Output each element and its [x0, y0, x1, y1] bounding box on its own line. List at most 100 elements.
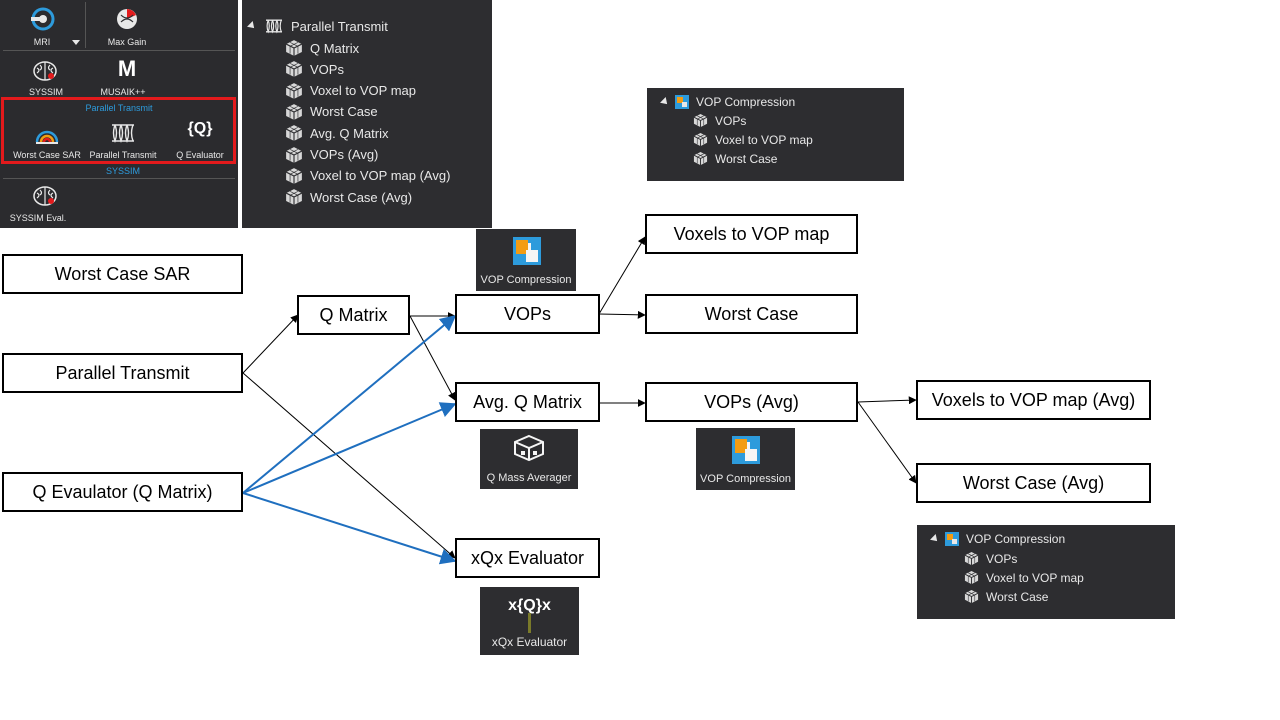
arrow-vops-to-worstcase — [598, 310, 646, 319]
q-evaluator-button[interactable]: {Q} Q Evaluator — [166, 118, 234, 162]
tree-item[interactable]: Worst Case — [693, 151, 777, 166]
mri-button[interactable]: MRI — [8, 4, 84, 48]
tree-item[interactable]: Worst Case — [964, 589, 1048, 604]
cube-icon — [285, 146, 303, 163]
tree-item-label: Worst Case — [310, 104, 378, 120]
tree-item[interactable]: Voxel to VOP map — [964, 570, 1084, 585]
toolbar-divider — [3, 50, 235, 51]
vop-compression-tile-bottom: VOP Compression — [696, 428, 795, 490]
q-evaluator-label: Q Evaluator — [176, 150, 224, 160]
cube-icon — [285, 82, 303, 99]
vop-compression-icon — [945, 532, 959, 546]
tile-label: Q Mass Averager — [486, 472, 572, 484]
arrow-pt-to-qmatrix — [242, 314, 299, 374]
xqx-icon: x{Q}x — [508, 597, 551, 614]
q-evaluator-icon: {Q} — [187, 120, 213, 137]
tree-root-label: Parallel Transmit — [291, 18, 388, 34]
highlight-box — [1, 97, 236, 164]
box-worst-case-sar: Worst Case SAR — [2, 254, 243, 294]
musaik-button[interactable]: M MUSAIK++ — [92, 56, 162, 97]
max-gain-button[interactable]: Max Gain — [92, 4, 162, 48]
box-avg-q-matrix: Avg. Q Matrix — [455, 382, 600, 422]
cube-icon — [964, 589, 979, 604]
box-voxels-to-vop-map: Voxels to VOP map — [645, 214, 858, 254]
tree-root[interactable]: Parallel Transmit — [247, 18, 388, 34]
tree-item[interactable]: VOPs — [964, 551, 1017, 566]
cube-icon — [285, 104, 303, 120]
mri-icon — [31, 7, 55, 31]
vop-compression-icon — [675, 95, 689, 109]
box-q-evaluator: Q Evaulator (Q Matrix) — [2, 472, 243, 512]
worst-case-sar-icon — [35, 130, 59, 144]
section-syssim: SYSSIM — [105, 166, 140, 176]
tree-item-label: VOPs — [715, 113, 747, 128]
tree-item[interactable]: Worst Case — [285, 103, 378, 121]
tree-item-label: Voxel to VOP map (Avg) — [310, 168, 451, 184]
tree-item-label: Voxel to VOP map — [310, 83, 416, 99]
coil-icon — [112, 124, 134, 143]
cube-icon — [693, 132, 708, 147]
tree-item[interactable]: VOPs (Avg) — [285, 146, 378, 164]
box-vops-avg: VOPs (Avg) — [645, 382, 858, 422]
tree-item-label: Worst Case (Avg) — [310, 189, 413, 205]
box-worst-case-avg: Worst Case (Avg) — [916, 463, 1151, 503]
tile-label: xQx Evaluator — [491, 635, 568, 649]
arrow-vopsavg-to-voxelmapavg — [857, 396, 917, 405]
arrow-qeval-to-xqx — [242, 492, 457, 565]
mri-label: MRI — [33, 37, 51, 47]
cube-icon — [693, 151, 708, 166]
tree-item-label: Worst Case — [715, 151, 778, 166]
tile-label: VOP Compression — [700, 473, 791, 485]
tile-label: VOP Compression — [480, 274, 572, 286]
tree-item[interactable]: Q Matrix — [285, 39, 359, 57]
musaik-icon: M — [117, 56, 137, 81]
syssim-button[interactable]: SYSSIM — [8, 56, 84, 97]
brain-chart-icon — [117, 9, 137, 29]
tree-item[interactable]: Worst Case (Avg) — [285, 188, 412, 206]
max-gain-label: Max Gain — [107, 37, 147, 47]
arrow-vopsavg-to-worstcaseavg — [857, 401, 917, 484]
q-mass-averager-tile: Q Mass Averager — [480, 429, 578, 489]
cube-icon — [964, 570, 979, 585]
cube-icon — [693, 113, 708, 128]
syssim-eval-label: SYSSIM Eval. — [9, 213, 67, 223]
tree-item[interactable]: VOPs — [285, 60, 344, 78]
xqx-evaluator-tile: x{Q}x xQx Evaluator — [480, 587, 579, 655]
tree-item-label: VOPs — [310, 61, 344, 77]
syssim-label: SYSSIM — [28, 87, 63, 97]
chevron-down-icon[interactable] — [72, 40, 80, 45]
cube-icon — [285, 61, 303, 78]
parallel-transmit-label: Parallel Transmit — [89, 150, 157, 160]
syssim-eval-button[interactable]: SYSSIM Eval. — [8, 182, 84, 226]
tree-item[interactable]: Voxel to VOP map — [693, 132, 813, 147]
cube-icon — [285, 189, 303, 205]
tree-item-label: Voxel to VOP map — [715, 132, 813, 147]
vop-compression-icon — [513, 237, 541, 265]
parallel-transmit-button[interactable]: Parallel Transmit — [86, 118, 160, 162]
toolbar-panel: MRI Max Gain SYSSIM M MUSAIK++ Parallel … — [0, 0, 238, 228]
arrow-qeval-to-vops — [242, 314, 457, 494]
box-vops: VOPs — [455, 294, 600, 334]
tree-item[interactable]: Voxel to VOP map (Avg) — [285, 167, 450, 185]
tree-item-label: Q Matrix — [310, 40, 360, 56]
vop-compression-icon — [732, 436, 760, 464]
arrow-qmatrix-to-avgq — [409, 315, 456, 401]
tree-root[interactable]: VOP Compression — [930, 532, 1065, 546]
tree-item[interactable]: Avg. Q Matrix — [285, 124, 389, 142]
cube-icon — [285, 40, 303, 56]
brain-icon — [33, 61, 57, 81]
vop-compression-tile-top: VOP Compression — [476, 229, 576, 291]
tree-item[interactable]: Voxel to VOP map — [285, 82, 416, 100]
arrow-vops-to-voxelmap — [598, 236, 646, 315]
tree-item-label: VOPs — [986, 551, 1018, 566]
cube-icon — [285, 167, 303, 184]
box-q-matrix: Q Matrix — [297, 295, 410, 335]
toolbar-divider — [85, 2, 86, 48]
arrow-qeval-to-avgq — [242, 402, 457, 494]
section-parallel-transmit: Parallel Transmit — [85, 103, 153, 113]
tree-root[interactable]: VOP Compression — [660, 95, 795, 109]
tree-item[interactable]: VOPs — [693, 113, 746, 128]
worst-case-sar-label: Worst Case SAR — [13, 150, 81, 160]
worst-case-sar-button[interactable]: Worst Case SAR — [8, 118, 86, 162]
